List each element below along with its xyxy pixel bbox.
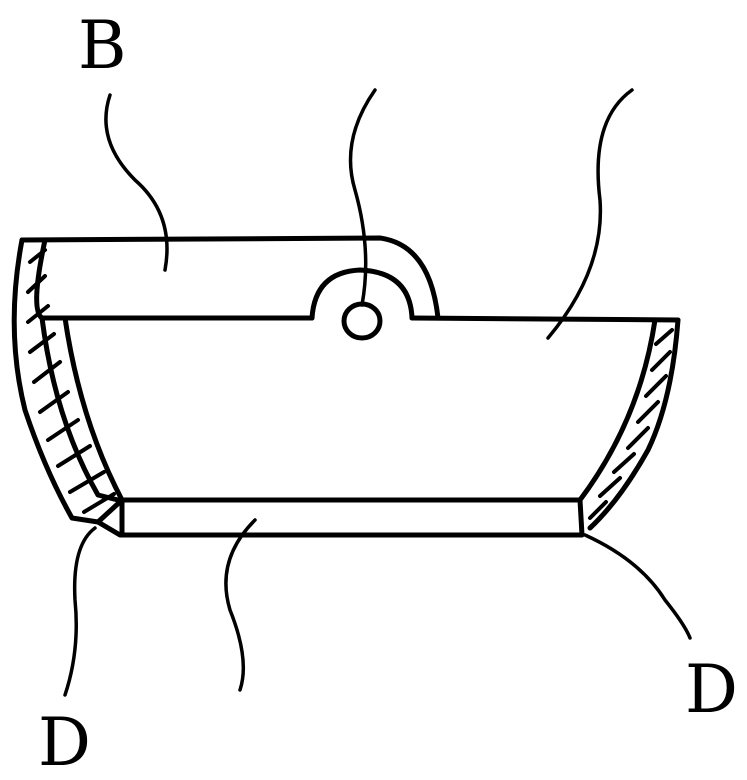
leader-D-right bbox=[585, 535, 690, 638]
pivot-hole bbox=[344, 304, 380, 338]
label-D-right: D bbox=[685, 651, 738, 728]
leader-bowl bbox=[548, 90, 632, 338]
label-B: B bbox=[78, 7, 127, 84]
leader-D-left bbox=[65, 528, 95, 695]
left-wall-outer bbox=[14, 240, 98, 522]
leader-base bbox=[226, 520, 255, 690]
label-D-left: D bbox=[38, 704, 91, 780]
base-plate bbox=[98, 500, 582, 535]
right-wall-outer bbox=[590, 320, 678, 528]
leader-B bbox=[106, 95, 167, 270]
lid-outline bbox=[22, 238, 438, 318]
bowl-left-inner bbox=[65, 318, 122, 500]
bowl-top-edge bbox=[42, 318, 678, 320]
bowl-right-inner bbox=[580, 320, 655, 500]
left-wall-hatching bbox=[28, 250, 114, 512]
